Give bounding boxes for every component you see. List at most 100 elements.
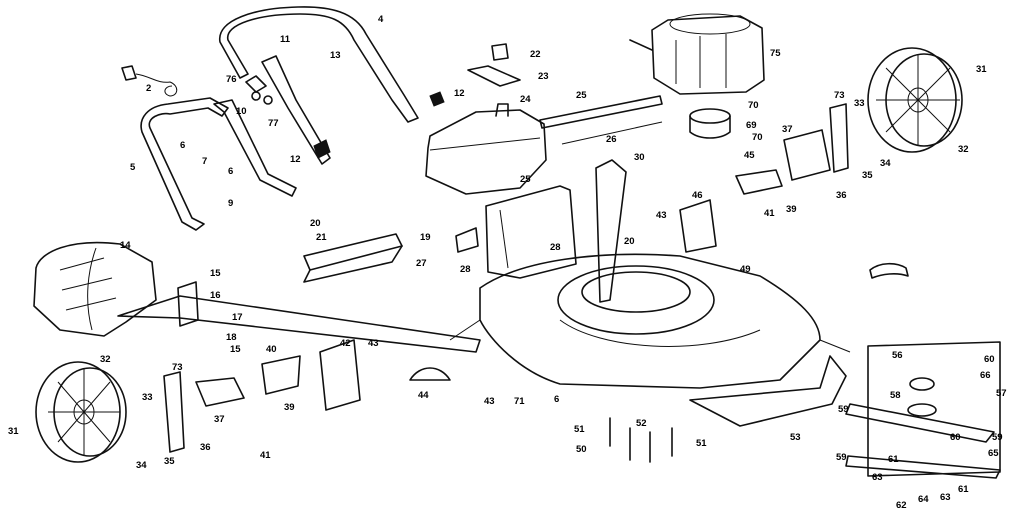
callout-42: 42	[340, 338, 351, 349]
clip-44	[409, 367, 451, 381]
callout-13: 13	[330, 50, 341, 61]
callout-73: 73	[834, 90, 845, 101]
callout-6: 6	[228, 166, 233, 177]
callout-53: 53	[790, 432, 801, 443]
callout-19: 19	[420, 232, 431, 243]
callout-25: 25	[576, 90, 587, 101]
callout-23: 23	[538, 71, 549, 82]
callout-63: 63	[940, 492, 951, 503]
callout-37: 37	[782, 124, 793, 135]
callout-40: 40	[266, 344, 277, 355]
handle-clip	[429, 91, 445, 107]
throttle-cable	[121, 65, 178, 97]
callout-57: 57	[996, 388, 1007, 399]
callout-10: 10	[236, 106, 247, 117]
callout-34: 34	[880, 158, 891, 169]
callout-62: 62	[896, 500, 907, 511]
callout-43: 43	[484, 396, 495, 407]
callout-64: 64	[918, 494, 929, 505]
callout-71: 71	[514, 396, 525, 407]
callout-25: 25	[520, 174, 531, 185]
callout-70: 70	[748, 100, 759, 111]
callout-28: 28	[550, 242, 561, 253]
small-clip	[491, 43, 509, 61]
callout-66: 66	[980, 370, 991, 381]
callout-27: 27	[416, 258, 427, 269]
callout-12: 12	[454, 88, 465, 99]
callout-43: 43	[368, 338, 379, 349]
fuel-tank	[425, 103, 547, 195]
callout-39: 39	[284, 402, 295, 413]
callout-59: 59	[838, 404, 849, 415]
handle-controls	[245, 55, 331, 165]
callout-41: 41	[260, 450, 271, 461]
wheel-height-adjuster-left	[261, 339, 361, 411]
wheel-height-adjuster-right	[679, 169, 783, 253]
callout-43: 43	[656, 210, 667, 221]
callout-6: 6	[554, 394, 559, 405]
callout-58: 58	[890, 390, 901, 401]
callout-63: 63	[872, 472, 883, 483]
callout-12: 12	[290, 154, 301, 165]
callout-36: 36	[200, 442, 211, 453]
callout-11: 11	[280, 34, 291, 45]
bar-bracket	[303, 233, 403, 283]
callout-39: 39	[786, 204, 797, 215]
callout-70: 70	[752, 132, 763, 143]
callout-labels: 2 4 5 6 6 6 7 9 10 11 12 12 13 14 15 15 …	[8, 14, 1007, 511]
callout-73: 73	[172, 362, 183, 373]
callout-41: 41	[764, 208, 775, 219]
callout-15: 15	[210, 268, 221, 279]
blade-spring	[869, 262, 909, 279]
callout-21: 21	[316, 232, 327, 243]
callout-46: 46	[692, 190, 703, 201]
callout-28: 28	[460, 264, 471, 275]
callout-18: 18	[226, 332, 237, 343]
callout-7: 7	[202, 156, 207, 167]
callout-22: 22	[530, 49, 541, 60]
callout-76: 76	[226, 74, 237, 85]
upper-handle	[219, 6, 419, 123]
callout-24: 24	[520, 94, 531, 105]
callout-30: 30	[634, 152, 645, 163]
callout-61: 61	[958, 484, 969, 495]
callout-61: 61	[888, 454, 899, 465]
lower-handle	[140, 97, 297, 231]
callout-35: 35	[164, 456, 175, 467]
callout-49: 49	[740, 264, 751, 275]
callout-20: 20	[624, 236, 635, 247]
callout-15: 15	[230, 344, 241, 355]
axle-bracket-left	[163, 371, 245, 453]
callout-59: 59	[836, 452, 847, 463]
callout-26: 26	[606, 134, 617, 145]
callout-69: 69	[746, 120, 757, 131]
callout-4: 4	[378, 14, 384, 25]
callout-9: 9	[228, 198, 233, 209]
callout-45: 45	[744, 150, 755, 161]
throttle-rod	[539, 95, 663, 145]
callout-75: 75	[770, 48, 781, 59]
callout-37: 37	[214, 414, 225, 425]
callout-14: 14	[120, 240, 131, 251]
callout-17: 17	[232, 312, 243, 323]
callout-16: 16	[210, 290, 221, 301]
control-plate	[485, 185, 577, 279]
callout-51: 51	[696, 438, 707, 449]
rear-flap	[117, 281, 481, 353]
discharge-chute	[689, 355, 847, 427]
bracket-27	[455, 227, 479, 253]
grass-bag	[33, 241, 157, 337]
callout-51: 51	[574, 424, 585, 435]
callout-32: 32	[100, 354, 111, 365]
callout-52: 52	[636, 418, 647, 429]
callout-32: 32	[958, 144, 969, 155]
blade-assembly	[845, 341, 1001, 479]
callout-35: 35	[862, 170, 873, 181]
callout-65: 65	[988, 448, 999, 459]
callout-20: 20	[310, 218, 321, 229]
callout-6: 6	[180, 140, 185, 151]
callout-34: 34	[136, 460, 147, 471]
callout-44: 44	[418, 390, 429, 401]
